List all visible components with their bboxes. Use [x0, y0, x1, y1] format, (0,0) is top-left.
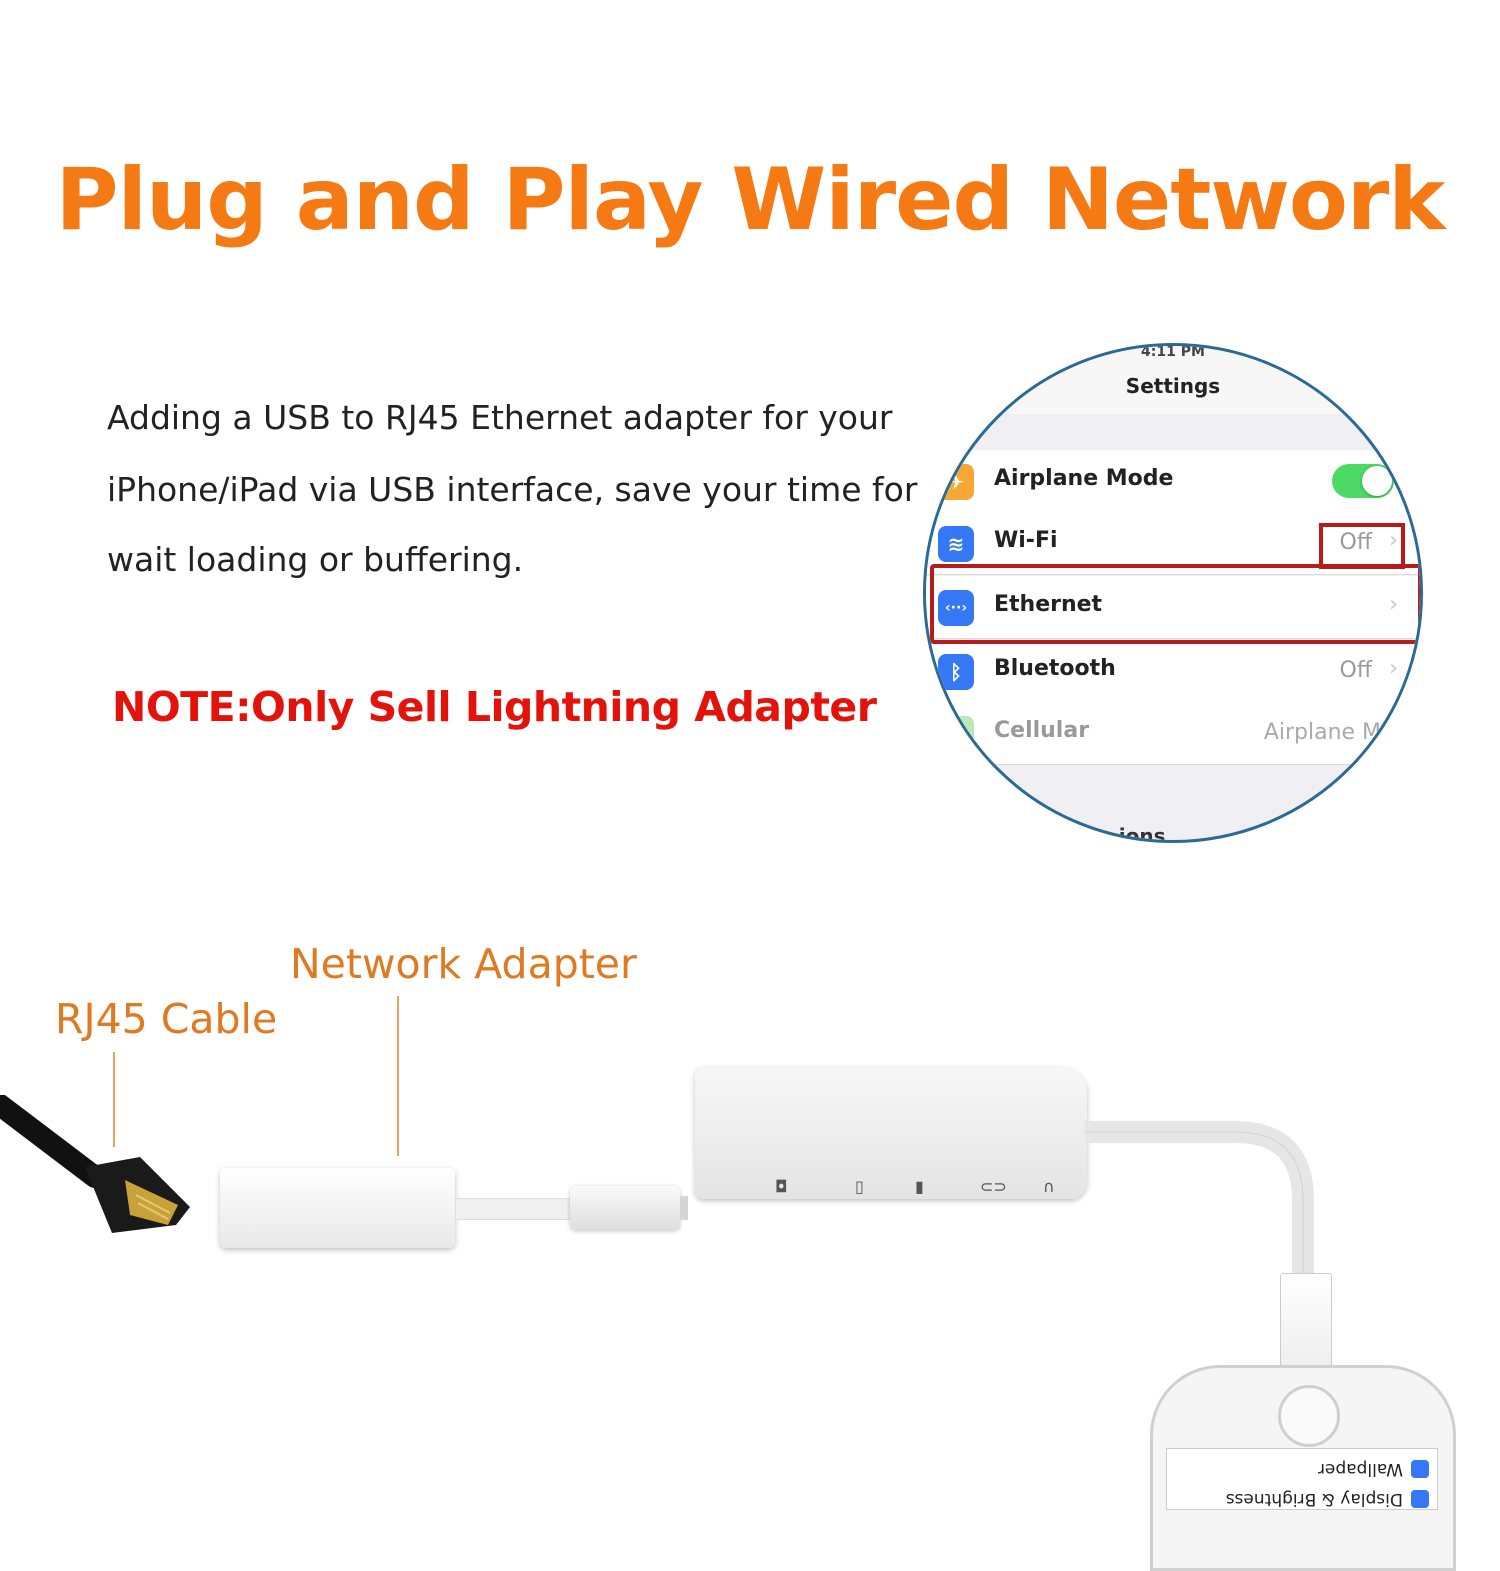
lightning-hub-illustration: ◘ ▯ ▮ ⊂⊃ ∩ [695, 1067, 1087, 1199]
settings-header: 4:11 PM Settings [926, 346, 1420, 414]
sd-card-port-icon: ▯ [855, 1177, 864, 1196]
rj45-cable-illustration [0, 1095, 190, 1233]
settings-title: Settings [1125, 374, 1221, 398]
status-time: 4:11 PM [1141, 344, 1205, 360]
chevron-right-icon: › [1389, 592, 1398, 617]
chevron-right-icon: › [1389, 656, 1398, 681]
adapter-cable-illustration [455, 1198, 577, 1220]
description-line-2: iPhone/iPad via USB interface, save your… [107, 470, 918, 509]
settings-magnifier: 4:11 PM Settings ✈ Airplane Mode ≋ Wi-Fi… [923, 343, 1423, 843]
row-label: Ethernet [994, 592, 1103, 617]
micro-sd-port-icon: ▮ [915, 1177, 924, 1196]
row-value: Airplane Mode [1263, 720, 1422, 745]
wifi-icon: ≋ [938, 526, 974, 562]
hub-cable-illustration [1085, 1121, 1314, 1275]
phone-row-wallpaper: Wallpaper [1167, 1449, 1437, 1479]
toggle-knob [1362, 466, 1392, 496]
home-button-icon [1278, 1385, 1340, 1447]
ethernet-icon: ‹··› [938, 590, 974, 626]
row-value: Off [1339, 658, 1372, 683]
row-value: Off [1339, 530, 1372, 555]
phone-row-display: Display & Brightness [1167, 1479, 1437, 1509]
airplane-icon: ✈ [938, 464, 974, 500]
network-adapter-label: Network Adapter [290, 940, 637, 988]
settings-row-cellular[interactable]: ıl Cellular Airplane Mode [926, 702, 1420, 765]
phone-connector-illustration [1280, 1273, 1332, 1370]
ethernet-highlight [930, 564, 1420, 644]
settings-row-airplane-mode[interactable]: ✈ Airplane Mode [926, 450, 1420, 513]
lightning-tip-illustration [680, 1196, 688, 1220]
lightning-port-icon: ⊂⊃ [980, 1177, 1007, 1196]
settings-row-ethernet[interactable]: ‹··› Ethernet › [926, 576, 1420, 639]
camera-port-icon: ◘ [775, 1177, 788, 1196]
rj45-leader-line [113, 1052, 115, 1147]
headphone-port-icon: ∩ [1043, 1177, 1055, 1196]
network-adapter-leader-line [397, 996, 399, 1156]
row-label: Cellular [994, 718, 1090, 743]
airplane-mode-toggle[interactable] [1332, 464, 1394, 498]
note-text: NOTE:Only Sell Lightning Adapter [112, 683, 877, 731]
row-label: Airplane Mode [994, 466, 1174, 491]
headline: Plug and Play Wired Network [55, 150, 1445, 250]
row-label: Bluetooth [994, 656, 1116, 681]
chevron-right-icon: › [1389, 528, 1398, 553]
partial-section-label: ...ions [1096, 824, 1166, 843]
bluetooth-icon: ᛒ [938, 654, 974, 690]
description-line-3: wait loading or buffering. [107, 540, 524, 579]
rj45-cable-label: RJ45 Cable [55, 995, 278, 1043]
lightning-plug-illustration [570, 1186, 680, 1230]
phone-screen: Wallpaper Display & Brightness [1166, 1448, 1438, 1510]
settings-row-bluetooth[interactable]: ᛒ Bluetooth Off › [926, 640, 1420, 703]
row-label: Wi-Fi [994, 528, 1058, 553]
cellular-icon: ıl [938, 716, 974, 752]
ethernet-adapter-illustration [220, 1168, 455, 1248]
wifi-off-highlight [1319, 523, 1405, 569]
description-line-1: Adding a USB to RJ45 Ethernet adapter fo… [107, 398, 893, 437]
